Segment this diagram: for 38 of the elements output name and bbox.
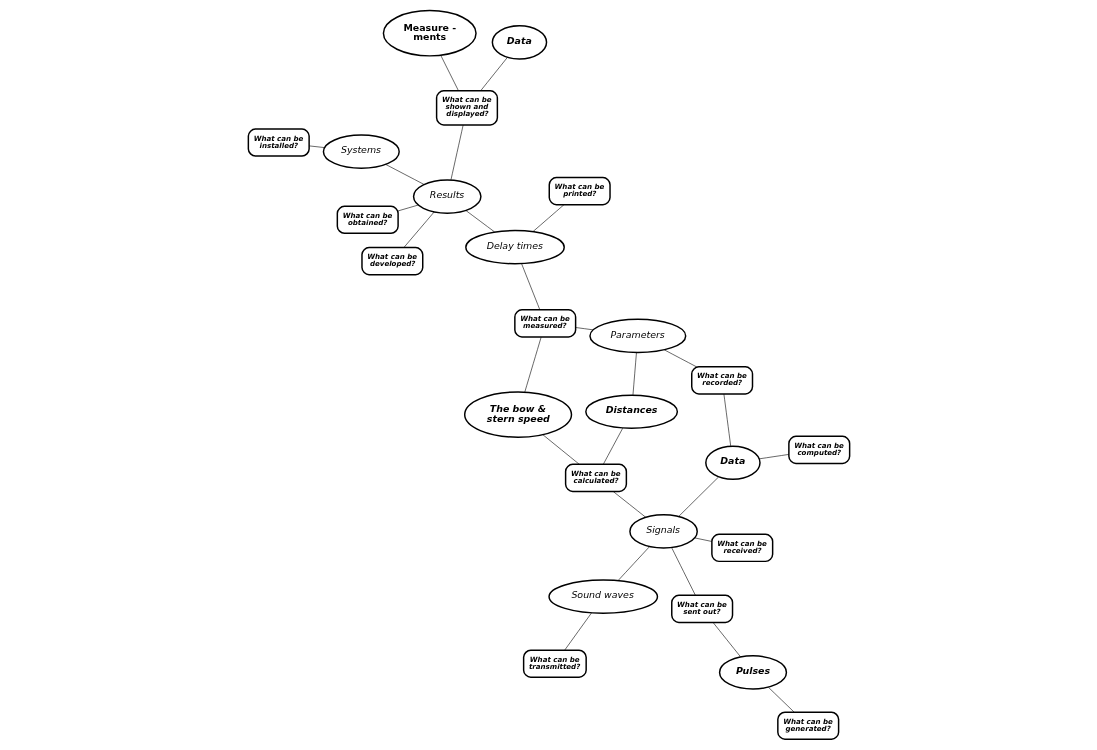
node-ellipse: Results xyxy=(412,179,482,214)
node-ellipse: Systems xyxy=(322,134,400,169)
connector xyxy=(564,612,592,651)
connector xyxy=(670,547,696,596)
connector xyxy=(397,204,418,212)
connector xyxy=(520,263,540,310)
connector xyxy=(632,352,637,396)
connector xyxy=(450,124,463,181)
connector xyxy=(612,491,646,518)
node-ellipse: Data xyxy=(704,445,761,481)
connector xyxy=(602,427,623,465)
connector xyxy=(403,211,434,248)
connector xyxy=(575,327,593,331)
node-ellipse: The bow & stern speed xyxy=(463,391,572,438)
connector xyxy=(532,204,564,232)
connector xyxy=(712,622,741,658)
connector xyxy=(541,434,580,465)
connector xyxy=(767,686,794,713)
connector xyxy=(758,454,789,460)
connector xyxy=(723,393,731,447)
node-ellipse: Measure - ments xyxy=(382,9,477,57)
connector xyxy=(439,54,459,91)
connector xyxy=(308,145,325,148)
node-ellipse: Parameters xyxy=(588,318,686,354)
node-ellipse: Pulses xyxy=(718,655,787,690)
node-ellipse: Distances xyxy=(584,394,678,429)
node-ellipse: Data xyxy=(491,25,547,60)
connector xyxy=(694,537,712,542)
node-ellipse: Delay times xyxy=(464,229,565,265)
node-ellipse: Signals xyxy=(628,514,698,549)
connector xyxy=(480,57,508,91)
connector xyxy=(617,546,650,581)
node-ellipse: Sound waves xyxy=(547,579,658,614)
connector xyxy=(678,476,719,517)
connector xyxy=(385,164,424,185)
connector xyxy=(524,336,541,393)
connector xyxy=(465,210,495,233)
connector xyxy=(663,349,697,368)
